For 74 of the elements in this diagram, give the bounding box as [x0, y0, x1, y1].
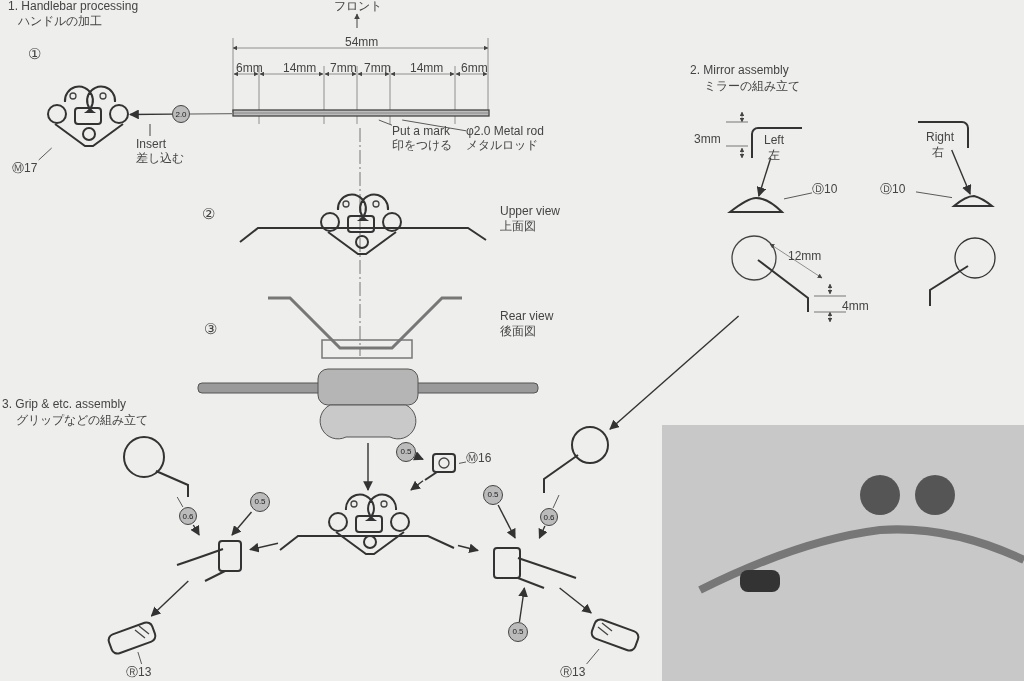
- arrow: [951, 149, 972, 195]
- leader-line: [176, 496, 184, 508]
- arrow: [518, 587, 528, 623]
- step-number: ①: [28, 46, 41, 62]
- side-label: 左: [768, 149, 780, 162]
- glue-amount-marker: 2.0: [172, 105, 190, 123]
- section-heading: ハンドルの加工: [18, 15, 102, 28]
- glue-amount-marker: 0.5: [396, 442, 416, 462]
- dimension-label: 7mm: [330, 62, 357, 75]
- view-label: Upper view: [500, 205, 561, 218]
- dimension-label: 6mm: [461, 62, 488, 75]
- arrow: [129, 109, 173, 120]
- side-label: Left: [764, 134, 784, 147]
- leader-line: [458, 461, 467, 464]
- dimension-label: 6mm: [236, 62, 263, 75]
- glue-amount-marker: 0.5: [250, 492, 270, 512]
- section-heading: 3. Grip & etc. assembly: [2, 398, 127, 411]
- glue-amount-marker: 0.5: [508, 622, 528, 642]
- direction-label: フロント: [334, 0, 382, 13]
- part-number: Ⓜ17: [12, 160, 48, 176]
- callout-label: メタルロッド: [466, 138, 539, 152]
- arrow: [558, 587, 592, 614]
- glue-amount-marker: 0.5: [483, 485, 503, 505]
- side-label: 右: [932, 146, 944, 159]
- dimension-label: 14mm: [410, 62, 444, 75]
- callout-label: Insert: [136, 138, 166, 151]
- glue-amount-marker: 0.6: [179, 507, 197, 525]
- glue-amount-marker: 0.6: [540, 508, 558, 526]
- dimension-label: 14mm: [283, 62, 317, 75]
- view-label: 後面図: [500, 325, 536, 338]
- section-heading: 2. Mirror assembly: [690, 64, 789, 77]
- arrow: [363, 442, 373, 491]
- leader-line: [586, 648, 600, 665]
- leader-line: [189, 113, 233, 115]
- side-label: Right: [926, 131, 954, 144]
- section-heading: ミラーの組み立て: [704, 80, 800, 93]
- arrow: [756, 157, 772, 197]
- part-number: Ⓡ13: [560, 664, 600, 680]
- view-label: Rear view: [500, 310, 554, 323]
- part-number: Ⓡ13: [126, 664, 162, 680]
- leader-line: [783, 192, 813, 200]
- step-number: ②: [202, 206, 215, 222]
- arrow: [412, 451, 424, 461]
- callout-label: φ2.0 Metal rod: [466, 124, 545, 138]
- arrow: [497, 504, 516, 539]
- arrow: [538, 525, 548, 539]
- callout-label: 差し込む: [136, 152, 184, 165]
- dimension-label: 7mm: [364, 62, 391, 75]
- view-label: 上面図: [500, 220, 536, 233]
- part-number: Ⓓ10: [812, 181, 848, 197]
- arrow: [231, 511, 253, 536]
- callout-label: 印をつける: [392, 138, 453, 152]
- leader-line: [378, 119, 393, 126]
- dimension-label: 4mm: [842, 300, 869, 313]
- leader-line: [401, 119, 467, 132]
- arrow: [150, 580, 189, 617]
- section-heading: グリップなどの組み立て: [16, 414, 148, 427]
- arrow: [249, 542, 279, 553]
- leader-line: [38, 147, 53, 161]
- part-number: Ⓓ10: [880, 181, 916, 197]
- arrow: [609, 315, 740, 430]
- dimension-label: 12mm: [788, 250, 822, 263]
- part-number: Ⓜ16: [466, 450, 506, 466]
- leader-line: [552, 494, 560, 509]
- step-number: ③: [204, 321, 217, 337]
- leader-line: [137, 651, 142, 665]
- callout-label: Put a mark: [392, 124, 452, 138]
- arrow: [457, 543, 479, 554]
- arrow: [410, 480, 424, 491]
- dimension-label: 54mm: [345, 36, 379, 49]
- arrow: [190, 524, 200, 536]
- dimension-label: 3mm: [694, 133, 721, 146]
- section-heading: 1. Handlebar processing: [8, 0, 139, 13]
- leader-line: [915, 191, 953, 198]
